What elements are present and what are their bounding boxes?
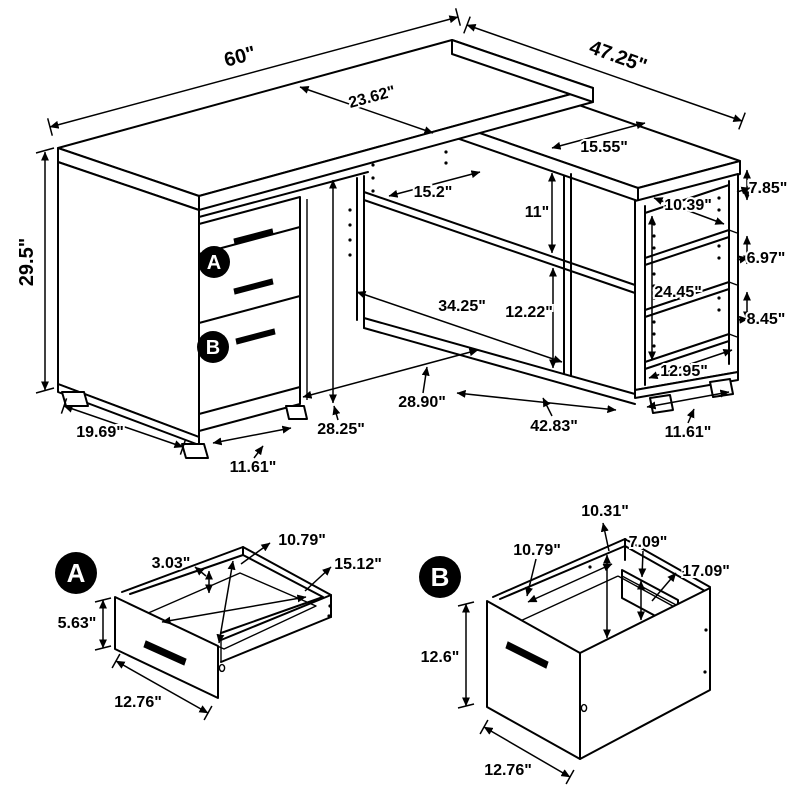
dim-compartment-length: 34.25" [438, 298, 486, 315]
badge-a-detail-letter: A [67, 558, 86, 588]
badge-a-letter: A [207, 252, 221, 274]
dim-b-width: 10.79" [513, 542, 561, 559]
badge-b-letter: B [206, 337, 220, 359]
dim-b-front-height: 12.6" [421, 649, 460, 666]
badge-a-detail: A [55, 552, 97, 594]
badge-b-detail: B [419, 556, 461, 598]
middle-compartment [348, 150, 636, 405]
badge-b-detail-letter: B [431, 562, 450, 592]
dim-return-length: 47.25" [586, 36, 649, 77]
dim-tower-gap-bottom: 8.45" [747, 311, 786, 328]
dim-tower-gap-mid: 6.97" [747, 250, 786, 267]
dim-desk-height: 29.5" [16, 238, 38, 286]
dim-a-front-width: 12.76" [114, 694, 162, 711]
dim-return-width: 15.55" [580, 139, 628, 156]
dim-tower-shelf-depth: 10.39" [664, 197, 712, 214]
dim-kneehole-height: 28.25" [317, 421, 365, 438]
dim-return-base: 42.83" [530, 418, 578, 435]
drawer-a-detail: A 3.03" 10.79" 15.12" 5.63" 12.76" [55, 530, 384, 721]
shelf-pin-holes [348, 150, 448, 257]
dim-shelf-gap: 11" [525, 204, 550, 221]
dim-a-rim: 3.03" [152, 555, 191, 572]
dim-tower-interior: 24.45" [654, 284, 702, 301]
dim-b-front-width: 12.76" [484, 762, 532, 779]
dim-b-length: 17.09" [682, 563, 730, 580]
dim-base-right: 11.61" [665, 424, 712, 441]
badge-a-main: A [198, 246, 230, 278]
pedestal-and-left-panel [57, 161, 369, 459]
main-dimensions [35, 8, 751, 459]
badge-b-main: B [197, 331, 229, 363]
dim-tower-shelf-width: 12.95" [660, 363, 708, 380]
drawer-handles [233, 228, 276, 345]
dim-tower-gap-top: 7.85" [749, 180, 788, 197]
dim-base-pedestal: 11.61" [230, 459, 277, 476]
dim-a-depth: 10.79" [278, 532, 326, 549]
drawer-b-detail: B 10.31" 10.79" 7.09" 17.09" 1 [419, 501, 732, 785]
desktop-slab [57, 39, 594, 211]
dim-kneehole-shelf: 15.2" [414, 184, 453, 201]
dim-base-left: 19.69" [76, 424, 124, 441]
dim-lower-gap: 12.22" [505, 304, 553, 321]
dim-a-width: 15.12" [334, 556, 382, 573]
dim-kneehole-width: 28.90" [398, 394, 446, 411]
dim-a-front-height: 5.63" [58, 615, 97, 632]
dim-b-divider: 7.09" [629, 534, 668, 551]
dim-b-depth: 10.31" [581, 503, 629, 520]
dim-desk-width: 60" [222, 42, 258, 71]
